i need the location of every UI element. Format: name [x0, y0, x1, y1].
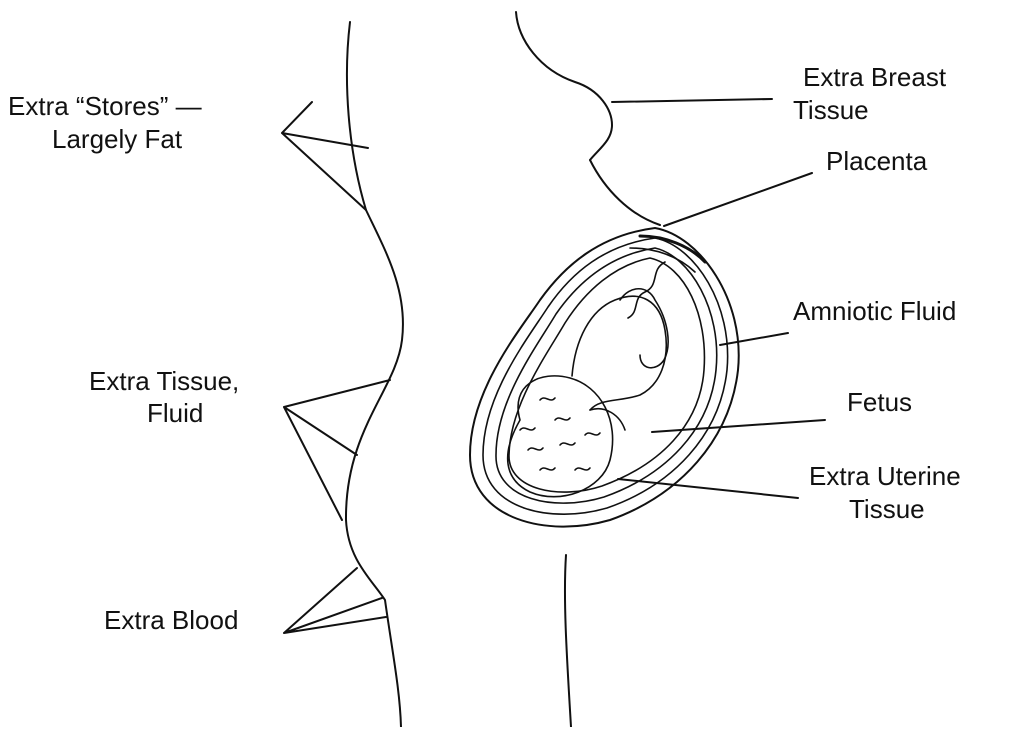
front-contour-upper [516, 12, 612, 160]
under-breast-contour [590, 160, 660, 225]
front-contour-lower [565, 555, 571, 727]
label-fetus: Fetus [847, 387, 912, 418]
left-pointers [282, 102, 390, 633]
label-placenta: Placenta [826, 146, 927, 177]
label-extra-breast-tissue-line1: Extra Breast [803, 62, 946, 93]
label-extra-tissue-fluid-line2: Fluid [147, 398, 203, 429]
uterus-wall-layer-3 [496, 248, 717, 503]
uterus-outer-wall [470, 228, 739, 527]
label-extra-stores-line2: Largely Fat [52, 124, 182, 155]
pointer-amniotic-fluid [720, 333, 788, 345]
label-extra-tissue-fluid-line1: Extra Tissue, [89, 366, 239, 397]
label-amniotic-fluid: Amniotic Fluid [793, 296, 956, 327]
label-extra-uterine-tissue-line1: Extra Uterine [809, 461, 961, 492]
fetus-leg [620, 289, 668, 368]
label-extra-blood: Extra Blood [104, 605, 238, 636]
label-extra-stores-line1: Extra “Stores” — [8, 91, 202, 122]
pointer-extra-tissue-fluid [284, 380, 390, 520]
label-extra-breast-tissue-line2: Tissue [793, 95, 869, 126]
pointer-extra-stores [282, 102, 368, 210]
pointer-fetus [652, 420, 825, 432]
pointer-extra-breast-tissue [612, 99, 772, 102]
fetus-body [572, 296, 666, 410]
fetus-head [508, 376, 613, 497]
fetus-hair [520, 398, 600, 470]
label-extra-uterine-tissue-line2: Tissue [849, 494, 925, 525]
pointer-extra-uterine-tissue [618, 479, 798, 498]
pointer-extra-blood [284, 568, 386, 633]
amniotic-sac [509, 258, 704, 492]
pointer-placenta [664, 173, 812, 226]
uterus [470, 228, 739, 527]
